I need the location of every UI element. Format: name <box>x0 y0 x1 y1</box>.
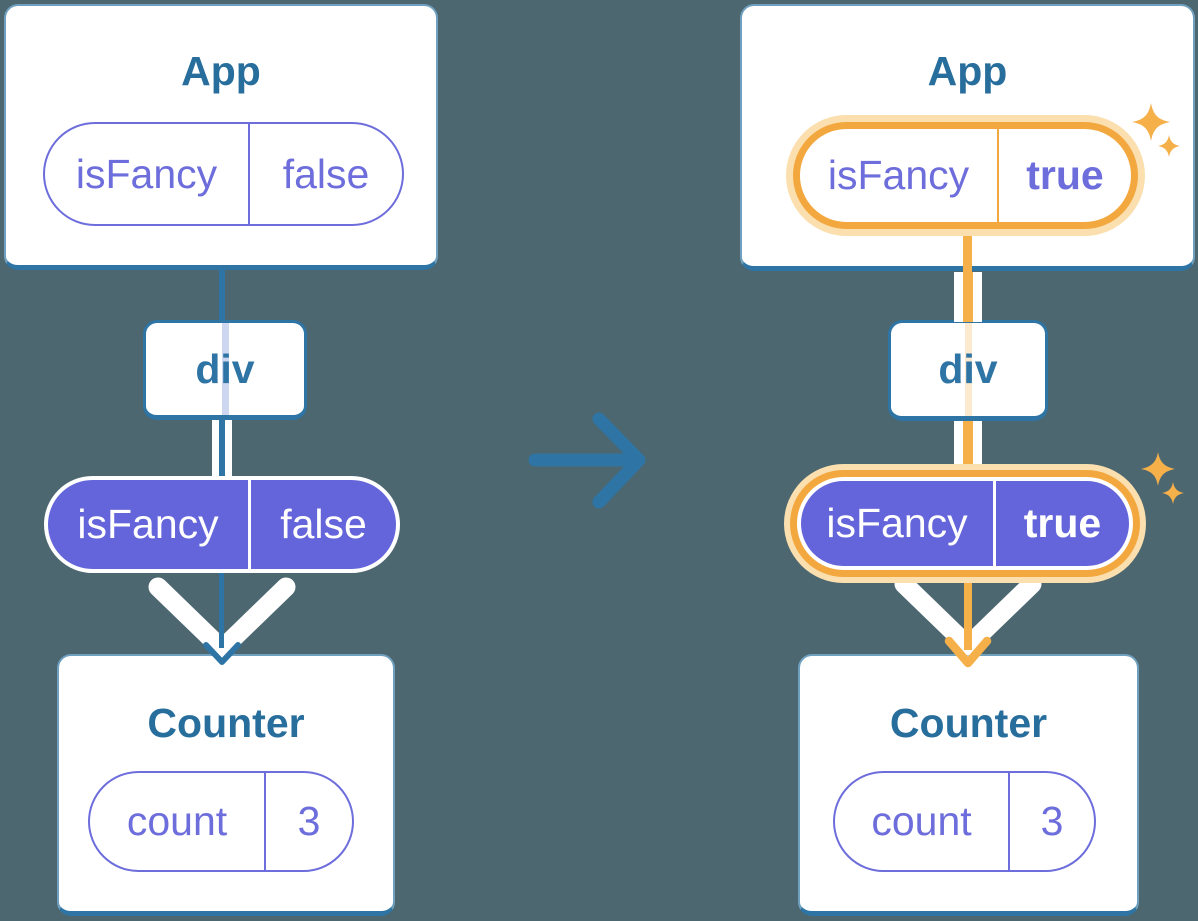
state-value: 3 <box>1008 773 1094 870</box>
prop-arrow-icon <box>148 577 296 659</box>
before-pill-counter-line <box>219 573 224 648</box>
arrowhead-down-icon <box>203 642 241 665</box>
after-div-node: div <box>888 320 1048 421</box>
before-app-prop-pill: isFancy false <box>43 122 404 226</box>
before-passed-prop-pill: isFancy false <box>44 476 400 573</box>
prop-name: isFancy <box>827 152 970 198</box>
state-value: 3 <box>264 773 352 870</box>
prop-name: isFancy <box>75 150 218 197</box>
after-div-thread-line <box>964 323 972 416</box>
before-counter-state-pill: count 3 <box>88 771 354 872</box>
before-app-title: App <box>181 48 261 94</box>
prop-value: false <box>248 480 396 569</box>
after-app-prop-pill-highlighted: isFancy true <box>793 122 1138 229</box>
after-passed-prop-pill-highlighted: isFancy true <box>797 477 1133 570</box>
before-app-div-line <box>219 269 225 322</box>
sparkles-icon <box>1141 452 1184 504</box>
after-app-title: App <box>927 48 1008 94</box>
after-counter-title: Counter <box>889 700 1048 746</box>
state-name: count <box>126 798 228 844</box>
before-div-pill-thread <box>212 420 232 478</box>
transition-arrow-icon <box>528 412 646 509</box>
before-div-node: div <box>143 320 307 420</box>
after-counter-state-pill: count 3 <box>833 771 1096 872</box>
prop-name: isFancy <box>826 500 968 546</box>
state-name: count <box>871 798 972 844</box>
arrowhead-down-icon <box>944 636 992 668</box>
after-pill-card-line <box>963 233 972 273</box>
after-div-label: div <box>938 346 998 392</box>
prop-value: true <box>997 129 1131 222</box>
before-div-thread-line <box>221 323 229 415</box>
prop-name: isFancy <box>77 501 219 547</box>
after-pill-counter-line <box>964 570 972 650</box>
sparkles-icon <box>1132 103 1180 157</box>
after-div-pill-thread <box>954 421 982 478</box>
after-app-div-thread <box>954 272 982 322</box>
prop-value: true <box>993 481 1129 566</box>
before-counter-title: Counter <box>147 700 305 746</box>
before-div-label: div <box>195 345 255 392</box>
prop-value: false <box>248 124 402 224</box>
